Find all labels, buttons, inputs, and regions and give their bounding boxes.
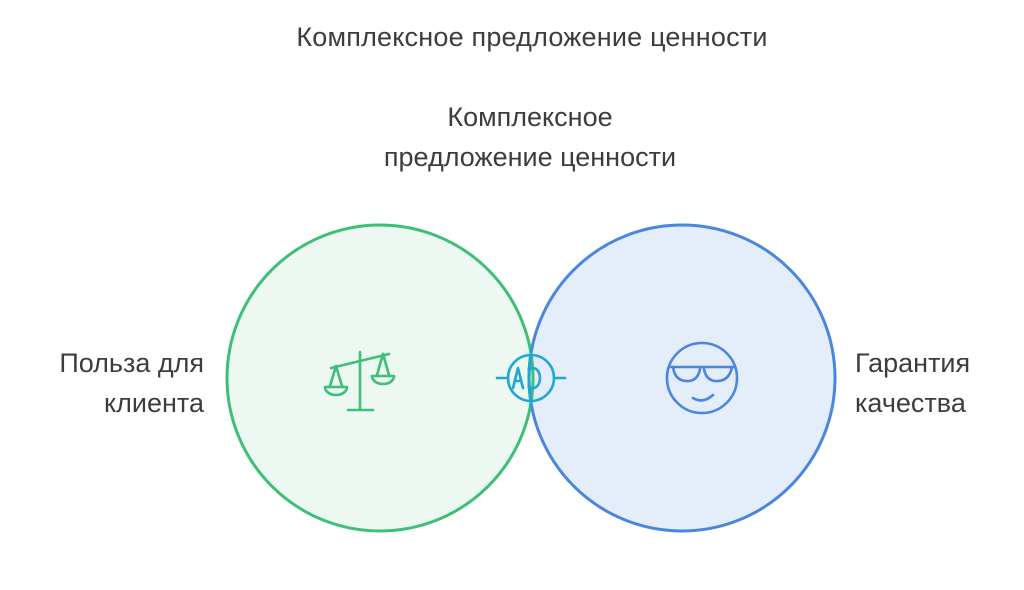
left-circle — [227, 225, 533, 531]
sunglasses-face-icon — [665, 341, 739, 415]
intersection-label-line1: Комплексное — [447, 102, 613, 132]
scales-icon — [323, 350, 396, 412]
intersection-label: Комплексное предложение ценности — [280, 97, 780, 177]
ad-target-icon — [495, 348, 567, 408]
left-circle-label: Польза для клиента — [59, 343, 204, 423]
right-circle — [529, 225, 835, 531]
right-circle-label-line2: качества — [855, 388, 966, 418]
left-circle-label-line2: клиента — [104, 388, 204, 418]
left-circle-label-line1: Польза для — [59, 348, 204, 378]
intersection-label-line2: предложение ценности — [383, 142, 677, 172]
diagram-title: Комплексное предложение ценности — [296, 22, 768, 52]
right-circle-label-line1: Гарантия — [855, 348, 971, 378]
left-circle-outline — [225, 223, 535, 533]
right-circle-label: Гарантия качества — [855, 343, 970, 423]
